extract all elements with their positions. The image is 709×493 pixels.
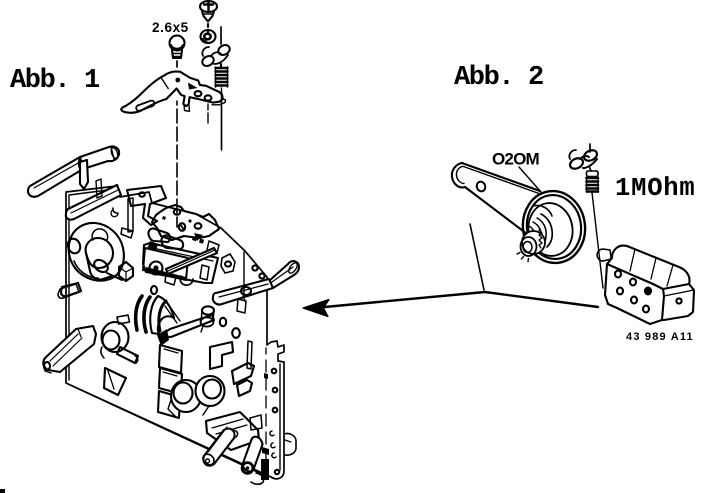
svg-text:Abb. 2: Abb. 2: [454, 63, 543, 93]
svg-text:O2OM: O2OM: [492, 150, 540, 169]
svg-text:Abb. 1: Abb. 1: [10, 66, 100, 96]
svg-text:1MOhm: 1MOhm: [615, 174, 696, 203]
svg-text:43 989 A11: 43 989 A11: [626, 331, 694, 343]
svg-text:2.6x5: 2.6x5: [152, 20, 189, 35]
